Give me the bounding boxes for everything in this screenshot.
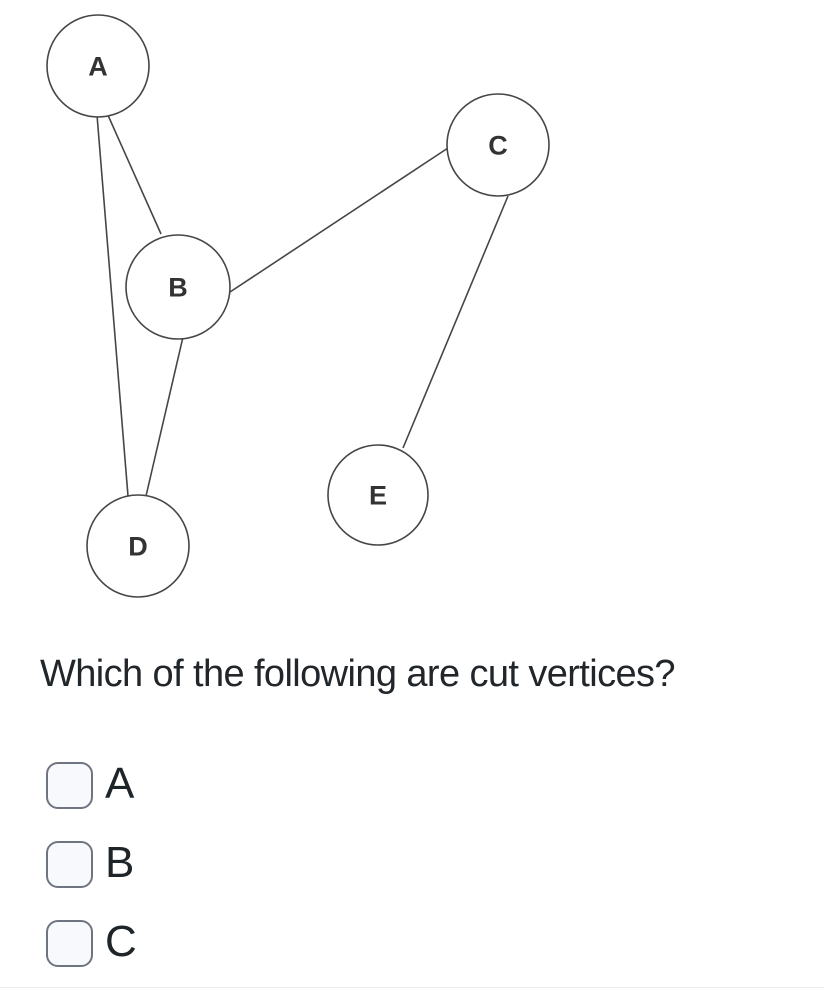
question-text: Which of the following are cut vertices? <box>40 653 676 695</box>
node-D <box>86 494 190 598</box>
node-A <box>46 14 150 118</box>
checkbox-option-c[interactable] <box>46 920 93 967</box>
option-label-a[interactable]: A <box>105 758 135 808</box>
checkbox-option-b[interactable] <box>46 841 93 888</box>
graph-diagram: A B C D E <box>46 14 550 598</box>
edge-C-E <box>402 195 509 449</box>
answer-option-row-b: B <box>46 837 137 888</box>
node-B <box>125 234 231 340</box>
answer-option-row-c: C <box>46 916 137 967</box>
edge-A-D <box>96 114 129 497</box>
node-label-A: A <box>88 51 108 81</box>
option-label-b[interactable]: B <box>105 837 135 887</box>
node-label-D: D <box>128 531 148 561</box>
edge-A-B <box>106 112 162 235</box>
option-label-c[interactable]: C <box>105 916 137 966</box>
node-label-E: E <box>369 480 387 510</box>
answer-option-row-a: A <box>46 758 137 809</box>
node-label-C: C <box>488 130 508 160</box>
node-label-B: B <box>168 272 188 302</box>
edge-B-C <box>229 147 449 293</box>
graph-figure: A B C D E <box>46 14 550 598</box>
edge-B-D <box>145 336 184 497</box>
node-E <box>327 444 429 546</box>
checkbox-option-a[interactable] <box>46 762 93 809</box>
node-C <box>446 93 550 197</box>
answer-options: A B C <box>46 758 137 967</box>
